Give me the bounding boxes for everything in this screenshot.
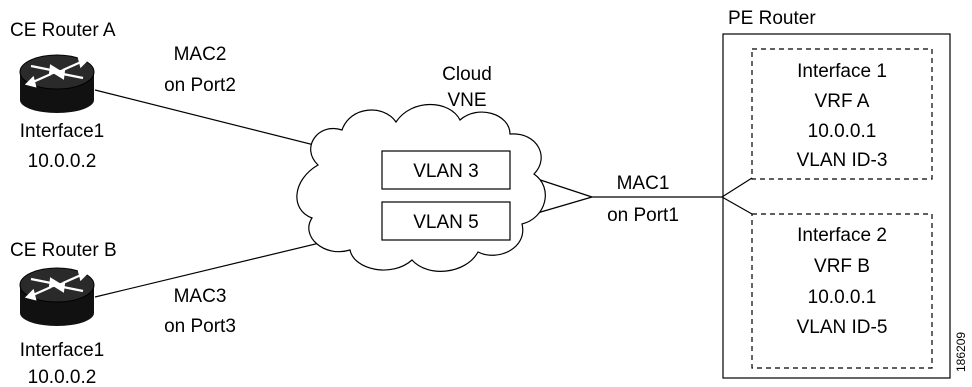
router-b-ip-label: 10.0.0.2 xyxy=(28,367,97,387)
figure-id: 186209 xyxy=(954,332,968,372)
router-icon xyxy=(19,54,95,113)
interface-2-name: Interface 2 xyxy=(797,225,887,246)
vlan-5-box: VLAN 5 xyxy=(381,201,511,241)
vlan-5-label: VLAN 5 xyxy=(413,212,478,233)
pe-router-box xyxy=(722,33,951,379)
interface-1-vlan: VLAN ID-3 xyxy=(797,150,888,171)
ce-router-a-title: CE Router A xyxy=(10,20,116,41)
cloud-label: Cloud xyxy=(442,64,492,85)
pe-interface-2: Interface 2 VRF B 10.0.0.1 VLAN ID-5 xyxy=(751,213,933,369)
ce-router-b-title: CE Router B xyxy=(10,240,117,261)
vne-label: VNE xyxy=(447,90,486,111)
vlan-3-box: VLAN 3 xyxy=(381,150,511,190)
link-pe-interface2 xyxy=(721,196,753,215)
port2-label: on Port2 xyxy=(164,75,236,96)
vlan-3-label: VLAN 3 xyxy=(413,161,478,182)
interface-2-vlan: VLAN ID-5 xyxy=(797,317,888,338)
pe-interface-1: Interface 1 VRF A 10.0.0.1 VLAN ID-3 xyxy=(751,48,933,180)
mac3-label: MAC3 xyxy=(174,286,227,307)
interface-1-ip: 10.0.0.1 xyxy=(808,121,877,142)
mac2-label: MAC2 xyxy=(174,44,227,65)
router-a-ip-label: 10.0.0.2 xyxy=(28,151,97,172)
router-a-interface-label: Interface1 xyxy=(20,121,105,142)
router-b-interface-label: Interface1 xyxy=(20,340,105,361)
interface-2-ip: 10.0.0.1 xyxy=(808,287,877,308)
interface-1-vrf: VRF A xyxy=(815,91,870,112)
interface-1-name: Interface 1 xyxy=(797,61,887,82)
link-pe-interface1 xyxy=(721,177,753,198)
port3-label: on Port3 xyxy=(164,316,236,337)
mac1-label: MAC1 xyxy=(617,173,670,194)
pe-router-title: PE Router xyxy=(728,8,816,29)
router-icon xyxy=(19,267,95,326)
interface-2-vrf: VRF B xyxy=(814,256,870,277)
port1-label: on Port1 xyxy=(607,205,679,226)
